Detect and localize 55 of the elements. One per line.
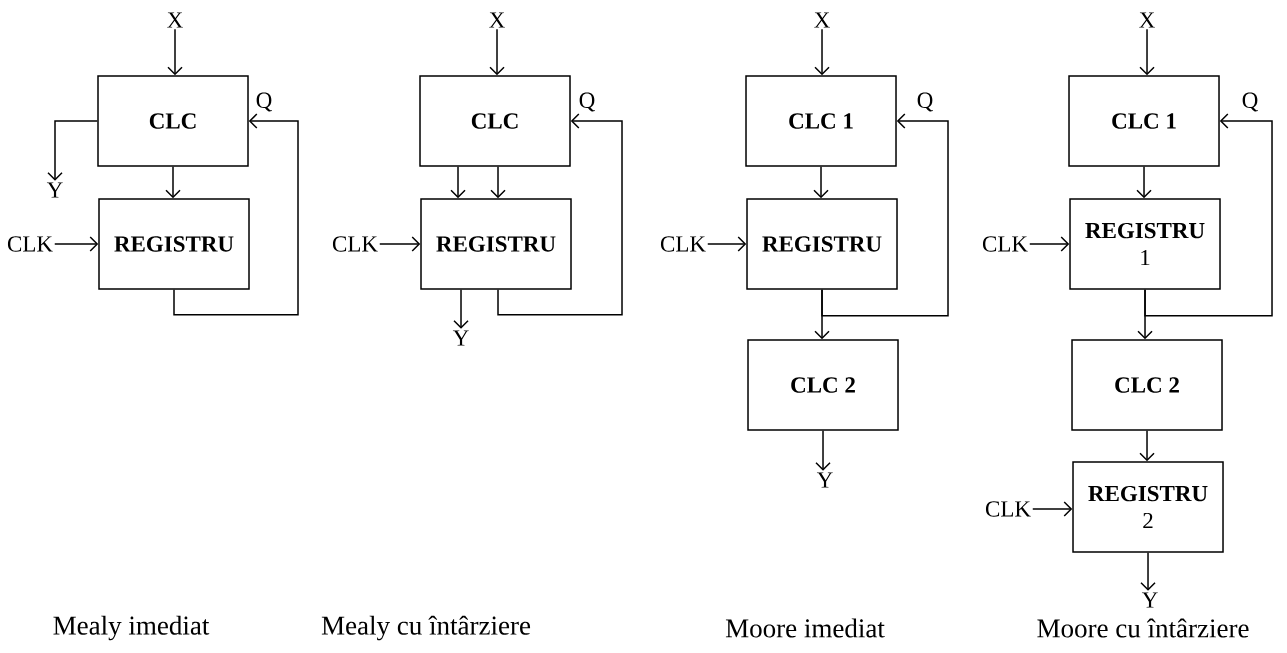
edge-label: Q: [915, 91, 935, 113]
signal-label: X: [1139, 12, 1155, 28]
caption: Moore imediat: [725, 618, 885, 638]
block-box: CLC 1: [1068, 75, 1220, 167]
signal-label: Y: [452, 330, 469, 346]
arrow: [1029, 236, 1070, 252]
signal-label: Y: [816, 472, 833, 488]
signal-label: Y: [1141, 592, 1158, 608]
signal-label: X: [489, 12, 505, 28]
arrow: [815, 430, 831, 471]
block-box: CLC: [419, 75, 571, 167]
arrow: [167, 28, 183, 76]
arrow: [707, 236, 747, 252]
arrow: [47, 120, 98, 181]
block-box: CLC 1: [745, 75, 897, 167]
edge-label: Q: [1240, 91, 1260, 113]
block-box: CLC: [97, 75, 249, 167]
signal-label: CLK: [7, 236, 53, 252]
signal-label: X: [814, 12, 830, 28]
signal-label: X: [167, 12, 183, 28]
block-box: CLC 2: [1071, 339, 1223, 431]
block-box: REGISTRU 1: [1069, 198, 1221, 290]
arrow: [1032, 501, 1073, 517]
arrow: [1136, 166, 1152, 199]
block-box: CLC 2: [747, 339, 899, 431]
signal-label: CLK: [332, 236, 378, 252]
arrow: [814, 28, 830, 76]
arrow: [453, 289, 469, 329]
arrow: [450, 166, 466, 199]
arrow: [1139, 430, 1155, 462]
edge-label: Q: [577, 91, 597, 113]
arrow: [173, 113, 299, 316]
arrow: [1140, 552, 1156, 591]
caption: Mealy cu întârziere: [321, 615, 531, 641]
arrow: [54, 236, 99, 252]
arrow: [489, 28, 505, 76]
block-box: REGISTRU: [98, 198, 250, 290]
block-box: REGISTRU 2: [1072, 461, 1224, 553]
signal-label: Y: [46, 182, 63, 198]
arrow: [1139, 28, 1155, 76]
arrow: [379, 236, 421, 252]
arrow: [165, 166, 181, 199]
signal-label: CLK: [982, 236, 1028, 252]
arrow: [1144, 113, 1273, 317]
block-box: REGISTRU: [420, 198, 572, 290]
edge-label: Q: [254, 91, 274, 113]
signal-label: CLK: [660, 236, 706, 252]
caption: Moore cu întârziere: [1037, 618, 1249, 638]
signal-label: CLK: [985, 501, 1031, 517]
arrow: [490, 166, 506, 199]
arrow: [821, 113, 949, 317]
block-box: REGISTRU: [746, 198, 898, 290]
caption: Mealy imediat: [53, 615, 210, 641]
arrow: [497, 113, 623, 316]
arrow: [813, 166, 829, 199]
